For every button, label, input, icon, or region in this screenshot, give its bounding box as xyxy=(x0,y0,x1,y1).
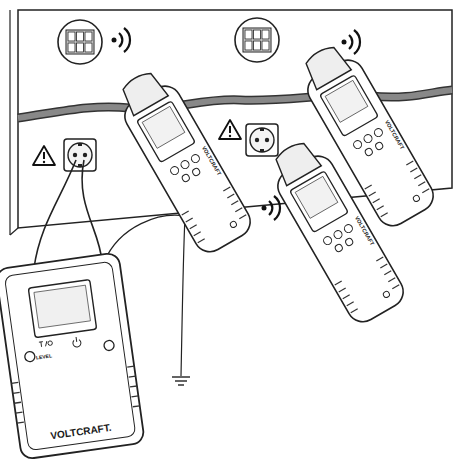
stage: VOLTCRAFT.LEVELVOLTCRAFTVOLTCRAFTVOLTCRA… xyxy=(0,0,455,460)
illustration xyxy=(0,0,455,460)
